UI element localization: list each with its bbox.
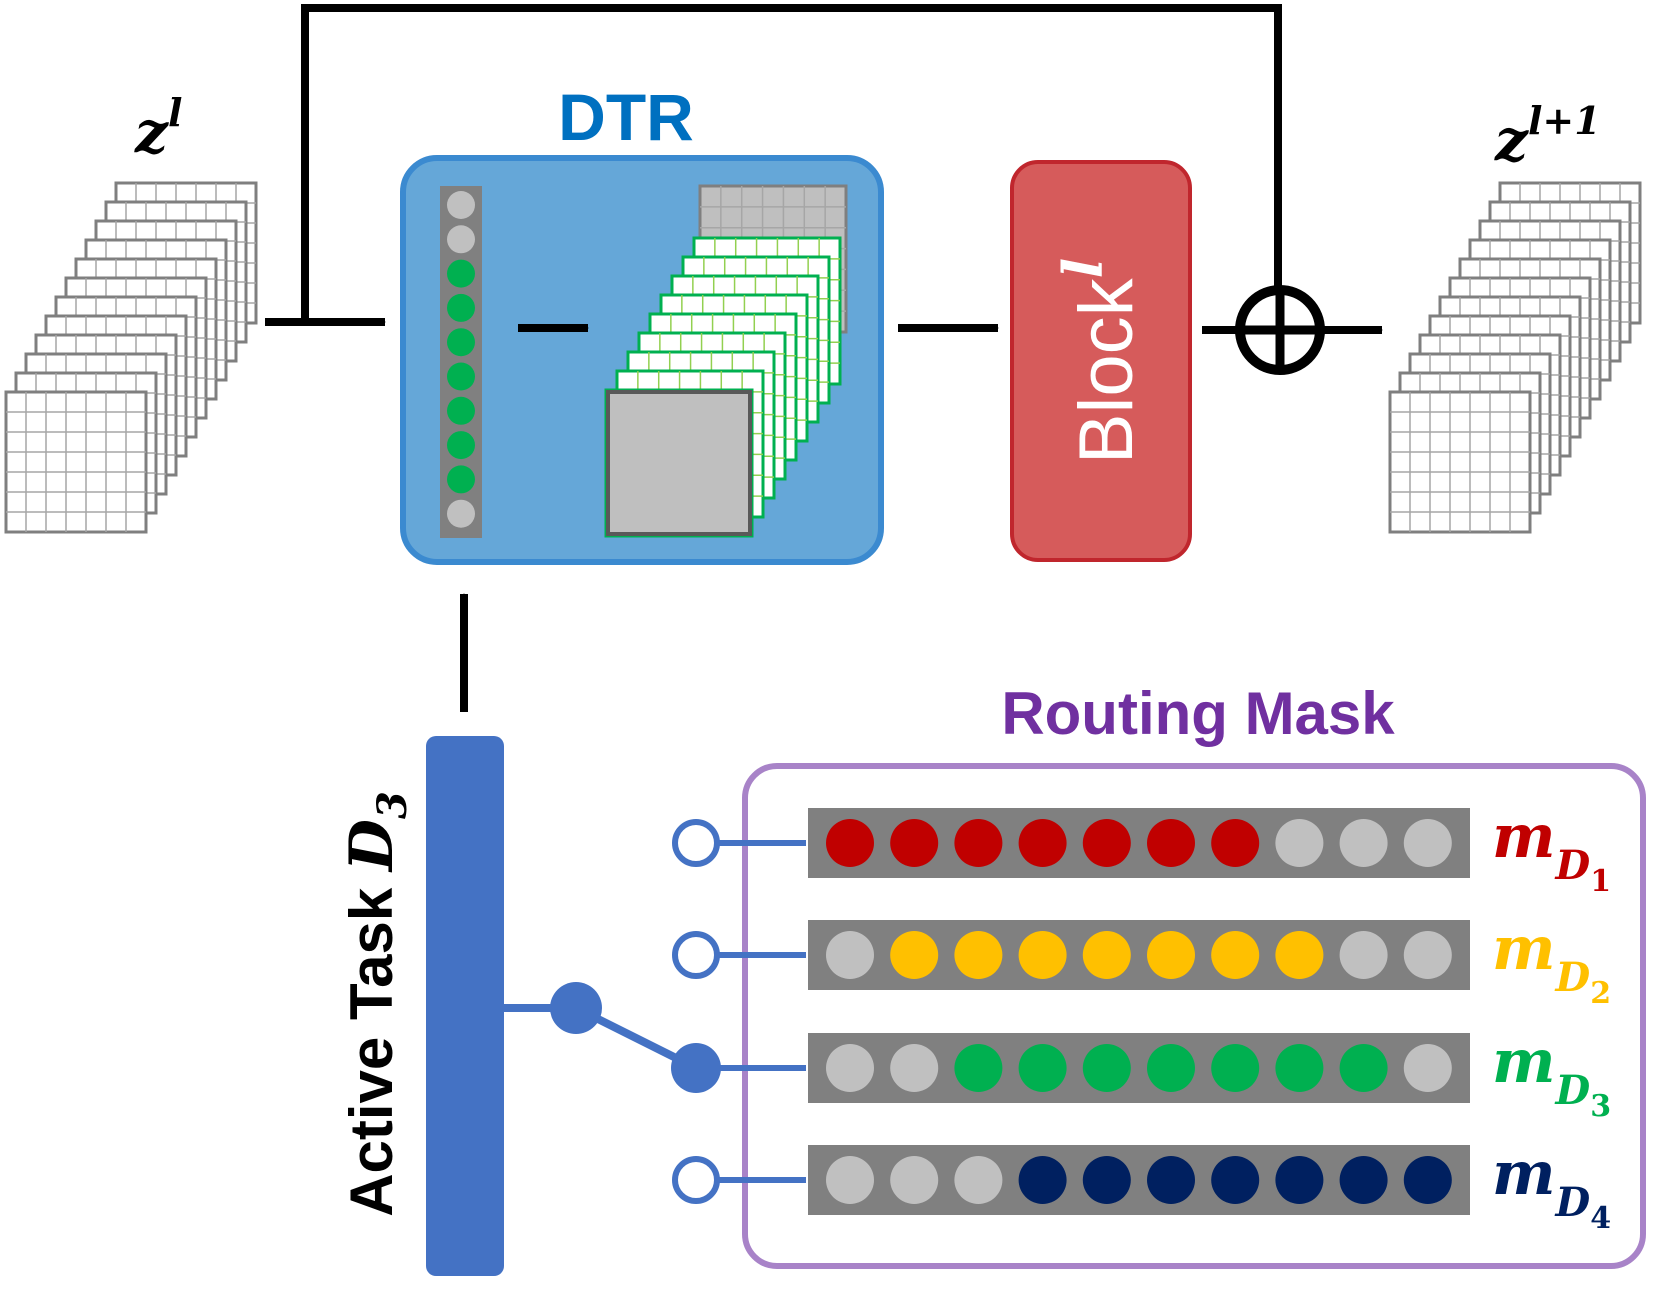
mask-cell [1339, 1044, 1388, 1092]
mask-cell [1147, 931, 1195, 979]
mask-cell [1018, 1044, 1067, 1092]
active-task-bar [426, 736, 504, 1276]
mask-cell [1403, 1044, 1452, 1092]
switch-icon [504, 982, 698, 1072]
mask-cell [954, 931, 1003, 979]
mask-cell [954, 1156, 1003, 1204]
routing-vector-cell [447, 499, 475, 528]
mask-cell [826, 931, 874, 979]
routing-vector-cell [447, 396, 475, 425]
input-feature-label: zl [134, 90, 182, 166]
switch-contact [672, 931, 720, 979]
switch-contact [672, 1156, 720, 1204]
output-feature-stack [1388, 181, 1642, 534]
mask-cell [1275, 819, 1324, 867]
output-feature-label: zl+1 [1494, 98, 1601, 174]
mask-cell [1339, 931, 1388, 979]
mask-cell [1211, 819, 1260, 867]
mask-cell [1147, 1044, 1195, 1092]
mask-label: mD4 [1492, 1139, 1611, 1236]
mask-cell [826, 1044, 874, 1092]
mask-cell [890, 1156, 939, 1204]
routing-vector-cell [447, 362, 475, 391]
mask-label: mD2 [1492, 914, 1611, 1011]
routing-vector-cell [447, 328, 475, 357]
routing-vector-cell [447, 191, 475, 219]
dtr-routing-vector-cells [447, 191, 475, 528]
mask-cell [1082, 819, 1131, 867]
active-task-label: Active Task D3 [337, 791, 416, 1217]
routing-mask-label: Routing Mask [1001, 680, 1395, 747]
mask-cell [1403, 1156, 1452, 1204]
mask-cell [1275, 1044, 1324, 1092]
mask-cell [1339, 1156, 1388, 1204]
dtr-module: DTR [400, 80, 884, 565]
mask-cell [890, 1044, 939, 1092]
block-label: Blockl [1051, 258, 1149, 464]
routing-mask-row: mD3 [671, 1027, 1611, 1124]
mask-cell [1211, 931, 1260, 979]
mask-cell [1275, 1156, 1324, 1204]
routing-vector-cell [447, 431, 475, 460]
mask-cell [1211, 1156, 1260, 1204]
mask-label: mD3 [1492, 1027, 1611, 1124]
mask-cell [1403, 819, 1452, 867]
dtr-label: DTR [558, 80, 694, 154]
routing-mask-box [742, 763, 1646, 1269]
switch-contact-selected [671, 1043, 721, 1093]
mask-cell [954, 1044, 1003, 1092]
mask-cell [1147, 1156, 1195, 1204]
routing-mask-row: mD1 [672, 802, 1611, 899]
routing-vector-cell [447, 259, 475, 288]
mask-cell [1082, 931, 1131, 979]
routing-mask-row: mD2 [672, 914, 1611, 1011]
mask-cell [1403, 931, 1452, 979]
mask-cell [1339, 819, 1388, 867]
mask-cell [1018, 931, 1067, 979]
mask-cell [1211, 1044, 1260, 1092]
mask-cell [1082, 1044, 1131, 1092]
skip-connection [301, 4, 1282, 322]
mask-cell [1082, 1156, 1131, 1204]
routing-vector-cell [447, 465, 475, 494]
mask-label: mD1 [1492, 802, 1611, 899]
input-feature-stack [4, 181, 258, 534]
mask-cell [1147, 819, 1195, 867]
mask-cell [890, 931, 939, 979]
routing-vector-cell [447, 225, 475, 254]
routing-mask-rows: mD1 mD2 mD3 mD4 [671, 802, 1611, 1236]
feature-map-layer [4, 390, 148, 534]
mask-cell [954, 819, 1003, 867]
transformer-block: Blockl [1010, 160, 1192, 562]
residual-add-icon [1235, 285, 1325, 375]
mask-cell [1018, 819, 1067, 867]
routing-vector-cell [447, 293, 475, 322]
mask-cell [890, 819, 939, 867]
mask-cell [1275, 931, 1324, 979]
pruned-token-map [606, 390, 752, 536]
mask-cell [826, 819, 874, 867]
block-box [1010, 160, 1192, 562]
feature-map-layer [1388, 390, 1532, 534]
mask-cell [826, 1156, 874, 1204]
switch-contact [672, 819, 720, 867]
mask-cell [1018, 1156, 1067, 1204]
routing-mask-row: mD4 [672, 1139, 1611, 1236]
routed-token-stack [604, 184, 848, 538]
